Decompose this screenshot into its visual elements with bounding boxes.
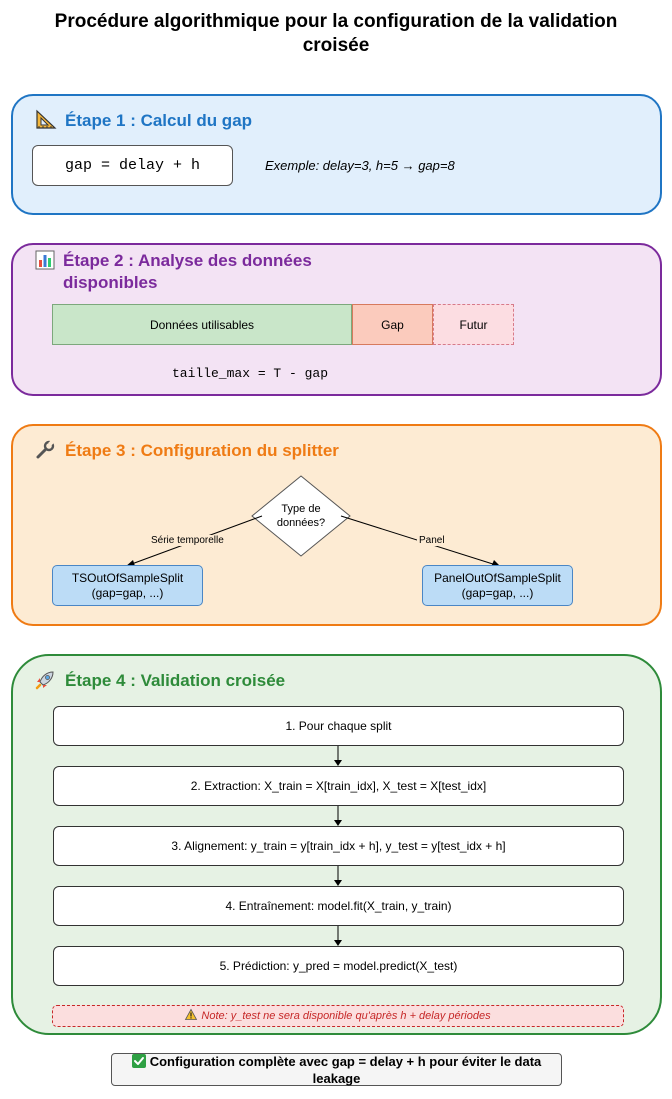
gap-formula-box: gap = delay + h — [32, 145, 233, 186]
wrench-icon — [35, 440, 57, 466]
leakage-note: Note: y_test ne sera disponible qu'après… — [52, 1005, 624, 1027]
triangle-ruler-icon — [35, 109, 57, 136]
stage-2-title: Étape 2 : Analyse des données disponible… — [63, 251, 312, 292]
step-arrow-2-head — [334, 820, 342, 826]
summary-box: Configuration complète avec gap = delay … — [111, 1053, 562, 1086]
stage-3-panel: Étape 3 : Configuration du splitter Type… — [11, 424, 662, 626]
future-segment: Futur — [433, 304, 514, 345]
gap-formula: gap = delay + h — [64, 157, 201, 174]
future-label: Futur — [459, 317, 488, 332]
stage-4-panel: Étape 4 : Validation croisée 1. Pour cha… — [11, 654, 662, 1035]
max-size-formula: taille_max = T - gap — [172, 366, 329, 381]
bar-chart-icon — [35, 250, 55, 276]
stage-4-title: Étape 4 : Validation croisée — [65, 671, 286, 690]
leakage-note-text: Note: y_test ne sera disponible qu'après… — [201, 1010, 491, 1022]
panel-edge-label: Panel — [417, 535, 447, 546]
step-arrow-3-head — [334, 880, 342, 886]
diagram-title: Procédure algorithmique pour la configur… — [54, 11, 618, 56]
stage-3-title: Étape 3 : Configuration du splitter — [65, 441, 339, 460]
usable-data-label: Données utilisables — [149, 317, 255, 332]
warning-icon — [185, 1008, 198, 1023]
ts-split-box: TSOutOfSampleSplit (gap=gap, ...) — [52, 565, 203, 606]
gap-segment: Gap — [352, 304, 433, 345]
step-arrow-4-head — [334, 940, 342, 946]
step-arrow-1-head — [334, 760, 342, 766]
stage-2-heading: Étape 2 : Analyse des données disponible… — [35, 250, 345, 294]
stage-1-panel: Étape 1 : Calcul du gap gap = delay + h … — [11, 94, 662, 215]
step-box-2: 2. Extraction: X_train = X[train_idx], X… — [53, 766, 624, 806]
gap-example: Exemple: delay=3, h=5 → gap=8 — [265, 158, 455, 173]
gap-label: Gap — [381, 317, 404, 332]
stage-4-arrows — [334, 746, 342, 946]
time-series-edge-label: Série temporelle — [149, 535, 226, 546]
step-box-5: 5. Prédiction: y_pred = model.predict(X_… — [53, 946, 624, 986]
step-box-4: 4. Entraînement: model.fit(X_train, y_tr… — [53, 886, 624, 926]
usable-data-segment: Données utilisables — [52, 304, 352, 345]
stage-2-panel: Étape 2 : Analyse des données disponible… — [11, 243, 662, 396]
step-box-3: 3. Alignement: y_train = y[train_idx + h… — [53, 826, 624, 866]
stage-4-heading: Étape 4 : Validation croisée — [35, 670, 285, 696]
decision-diamond-shape — [251, 475, 351, 557]
panel-split-box: PanelOutOfSampleSplit (gap=gap, ...) — [422, 565, 573, 606]
decision-label: Type de données? — [276, 503, 326, 529]
step-box-1: 1. Pour chaque split — [53, 706, 624, 746]
stage-3-heading: Étape 3 : Configuration du splitter — [35, 440, 339, 466]
summary-text: Configuration complète avec gap = delay … — [149, 1053, 542, 1086]
rocket-icon — [35, 670, 57, 696]
stage-1-title: Étape 1 : Calcul du gap — [65, 111, 253, 130]
check-mark-icon — [131, 1053, 146, 1071]
stage-1-heading: Étape 1 : Calcul du gap — [35, 109, 253, 136]
